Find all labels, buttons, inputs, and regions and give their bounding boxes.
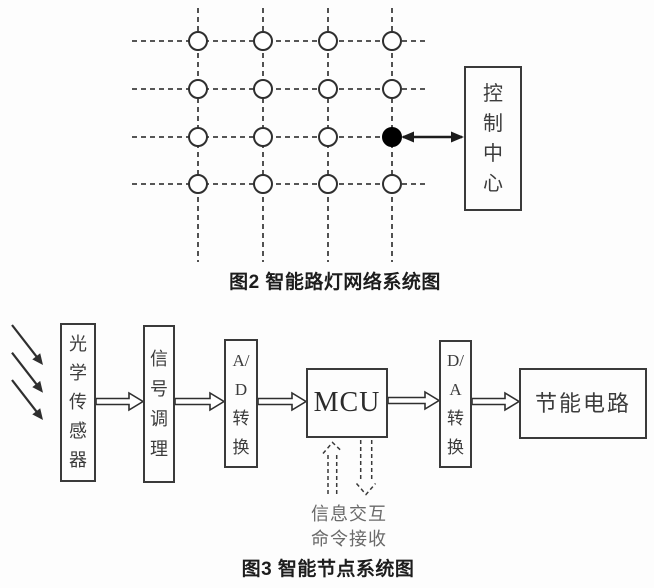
figure2-caption: 图2 智能路灯网络系统图 [229, 272, 441, 293]
signal-conditioning-box: 信 号 调 理 [143, 325, 175, 483]
street-lamp-node [253, 174, 273, 194]
street-lamp-node [253, 79, 273, 99]
flow-arrow [257, 391, 308, 412]
signal-conditioning-char: 号 [150, 379, 168, 399]
da-converter-line: 转 [447, 409, 464, 428]
mcu-box: MCU [306, 368, 388, 438]
signal-conditioning-char: 信 [150, 349, 168, 369]
gateway-node [382, 127, 402, 147]
optical-sensor-char: 传 [69, 392, 87, 412]
optical-sensor-char: 感 [69, 421, 87, 441]
flow-arrow [471, 391, 521, 412]
dashed-up-arrowhead [322, 441, 343, 454]
control-center-char: 控 [483, 82, 503, 105]
da-converter-line: 换 [447, 438, 464, 457]
light-ray-arrows [11, 324, 43, 420]
optical-sensor-char: 器 [69, 450, 87, 470]
energy-saving-circuit-box: 节能电路 [519, 368, 647, 439]
control-center-box: 控 制 中 心 [464, 66, 522, 211]
street-lamp-node [382, 31, 402, 51]
signal-conditioning-char: 调 [150, 409, 168, 429]
flow-arrows [95, 390, 521, 412]
signal-conditioning-char: 理 [150, 439, 168, 459]
optical-sensor-char: 光 [69, 334, 87, 354]
da-converter-line: D/ [447, 351, 464, 370]
ad-converter-box: A/ D 转 换 [224, 339, 258, 468]
street-lamp-node [318, 79, 338, 99]
control-link-arrow [401, 131, 464, 143]
control-center-char: 中 [483, 142, 503, 165]
mcu-dashed-arrows [322, 440, 377, 496]
street-lamp-node [253, 127, 273, 147]
figure3-caption: 图3 智能节点系统图 [241, 559, 415, 580]
mcu-label: MCU [313, 387, 381, 418]
ad-converter-line: A/ [232, 350, 250, 370]
street-lamp-node [318, 31, 338, 51]
street-lamp-node [382, 79, 402, 99]
street-lamp-node [188, 127, 208, 147]
control-center-char: 心 [483, 172, 503, 195]
ad-converter-line: 转 [232, 408, 250, 428]
optical-sensor-box: 光 学 传 感 器 [60, 323, 96, 482]
flow-arrow [387, 390, 441, 411]
mcu-annotation-command-receive: 命令接收 [311, 529, 387, 549]
ad-converter-line: D [234, 379, 248, 399]
da-converter-line: A [449, 380, 462, 399]
mcu-annotation-info-exchange: 信息交互 [311, 504, 387, 524]
optical-sensor-char: 学 [69, 363, 87, 383]
street-lamp-node [318, 127, 338, 147]
street-lamp-node [318, 174, 338, 194]
dashed-down-arrowhead [355, 483, 377, 496]
network-grid-nodes [188, 31, 402, 194]
street-lamp-node [253, 31, 273, 51]
energy-saving-circuit-label: 节能电路 [534, 390, 631, 416]
flow-arrow [174, 391, 226, 412]
flow-arrow [95, 391, 145, 412]
da-converter-box: D/ A 转 换 [439, 340, 472, 468]
street-lamp-node [188, 79, 208, 99]
street-lamp-node [188, 31, 208, 51]
street-lamp-node [382, 174, 402, 194]
control-center-char: 制 [483, 112, 503, 135]
ad-converter-line: 换 [232, 437, 250, 457]
street-lamp-node [188, 174, 208, 194]
